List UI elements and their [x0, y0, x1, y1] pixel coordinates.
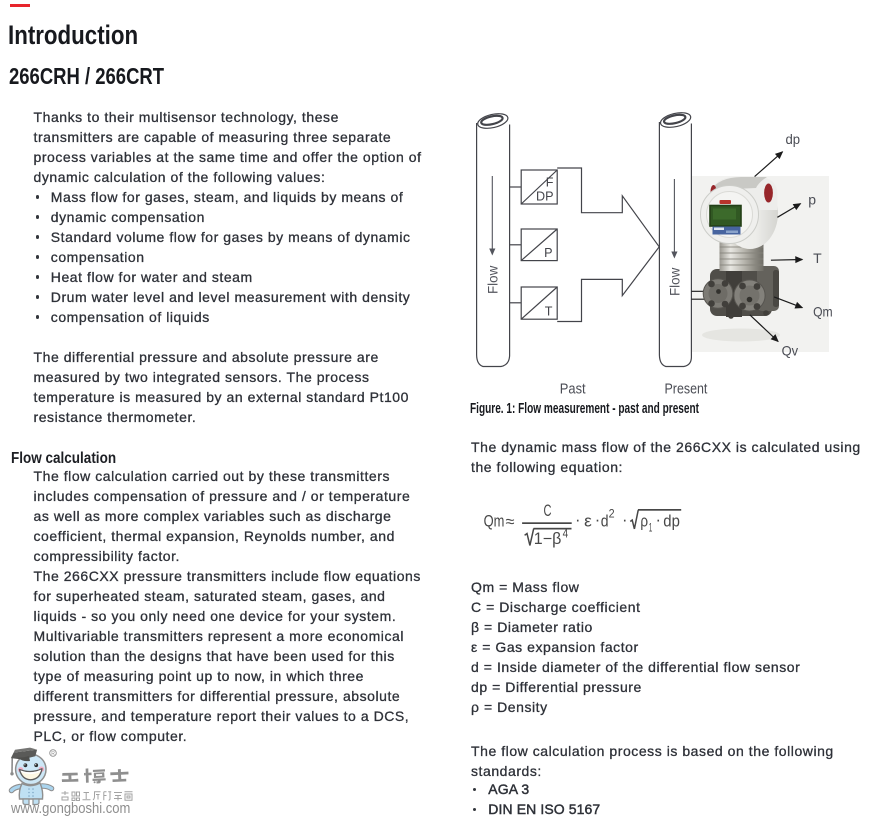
- svg-text:F: F: [546, 176, 554, 190]
- svg-text:ρ: ρ: [640, 512, 648, 530]
- svg-text:dp: dp: [663, 512, 680, 530]
- svg-text:Qm: Qm: [484, 512, 505, 530]
- svg-text:Past: Past: [560, 382, 586, 398]
- svg-text:R: R: [51, 751, 55, 757]
- svg-text:p: p: [808, 191, 816, 207]
- svg-text:1: 1: [649, 522, 653, 534]
- svg-text:www.gongboshi.com: www.gongboshi.com: [10, 801, 130, 817]
- svg-text:dp: dp: [786, 131, 801, 147]
- svg-text:·: ·: [656, 511, 662, 529]
- svg-text:T: T: [813, 250, 822, 266]
- svg-text:Flow: Flow: [668, 267, 683, 296]
- svg-text:Qv: Qv: [782, 343, 799, 359]
- svg-text:Qm: Qm: [813, 303, 833, 319]
- svg-text:2: 2: [609, 509, 615, 521]
- svg-text:ε: ε: [584, 512, 592, 530]
- svg-text:Present: Present: [665, 382, 708, 398]
- svg-text:4: 4: [563, 529, 569, 541]
- svg-text:C: C: [544, 502, 552, 520]
- svg-text:Flow: Flow: [486, 265, 501, 294]
- svg-text:1−β: 1−β: [534, 530, 562, 548]
- svg-text:T: T: [545, 305, 553, 319]
- svg-text:P: P: [544, 246, 552, 260]
- svg-text:DP: DP: [536, 190, 554, 204]
- svg-text:d: d: [601, 512, 609, 530]
- svg-text:·: ·: [575, 511, 581, 529]
- svg-text:·: ·: [622, 511, 628, 529]
- svg-text:≈: ≈: [506, 513, 515, 531]
- svg-text:·: ·: [595, 511, 601, 529]
